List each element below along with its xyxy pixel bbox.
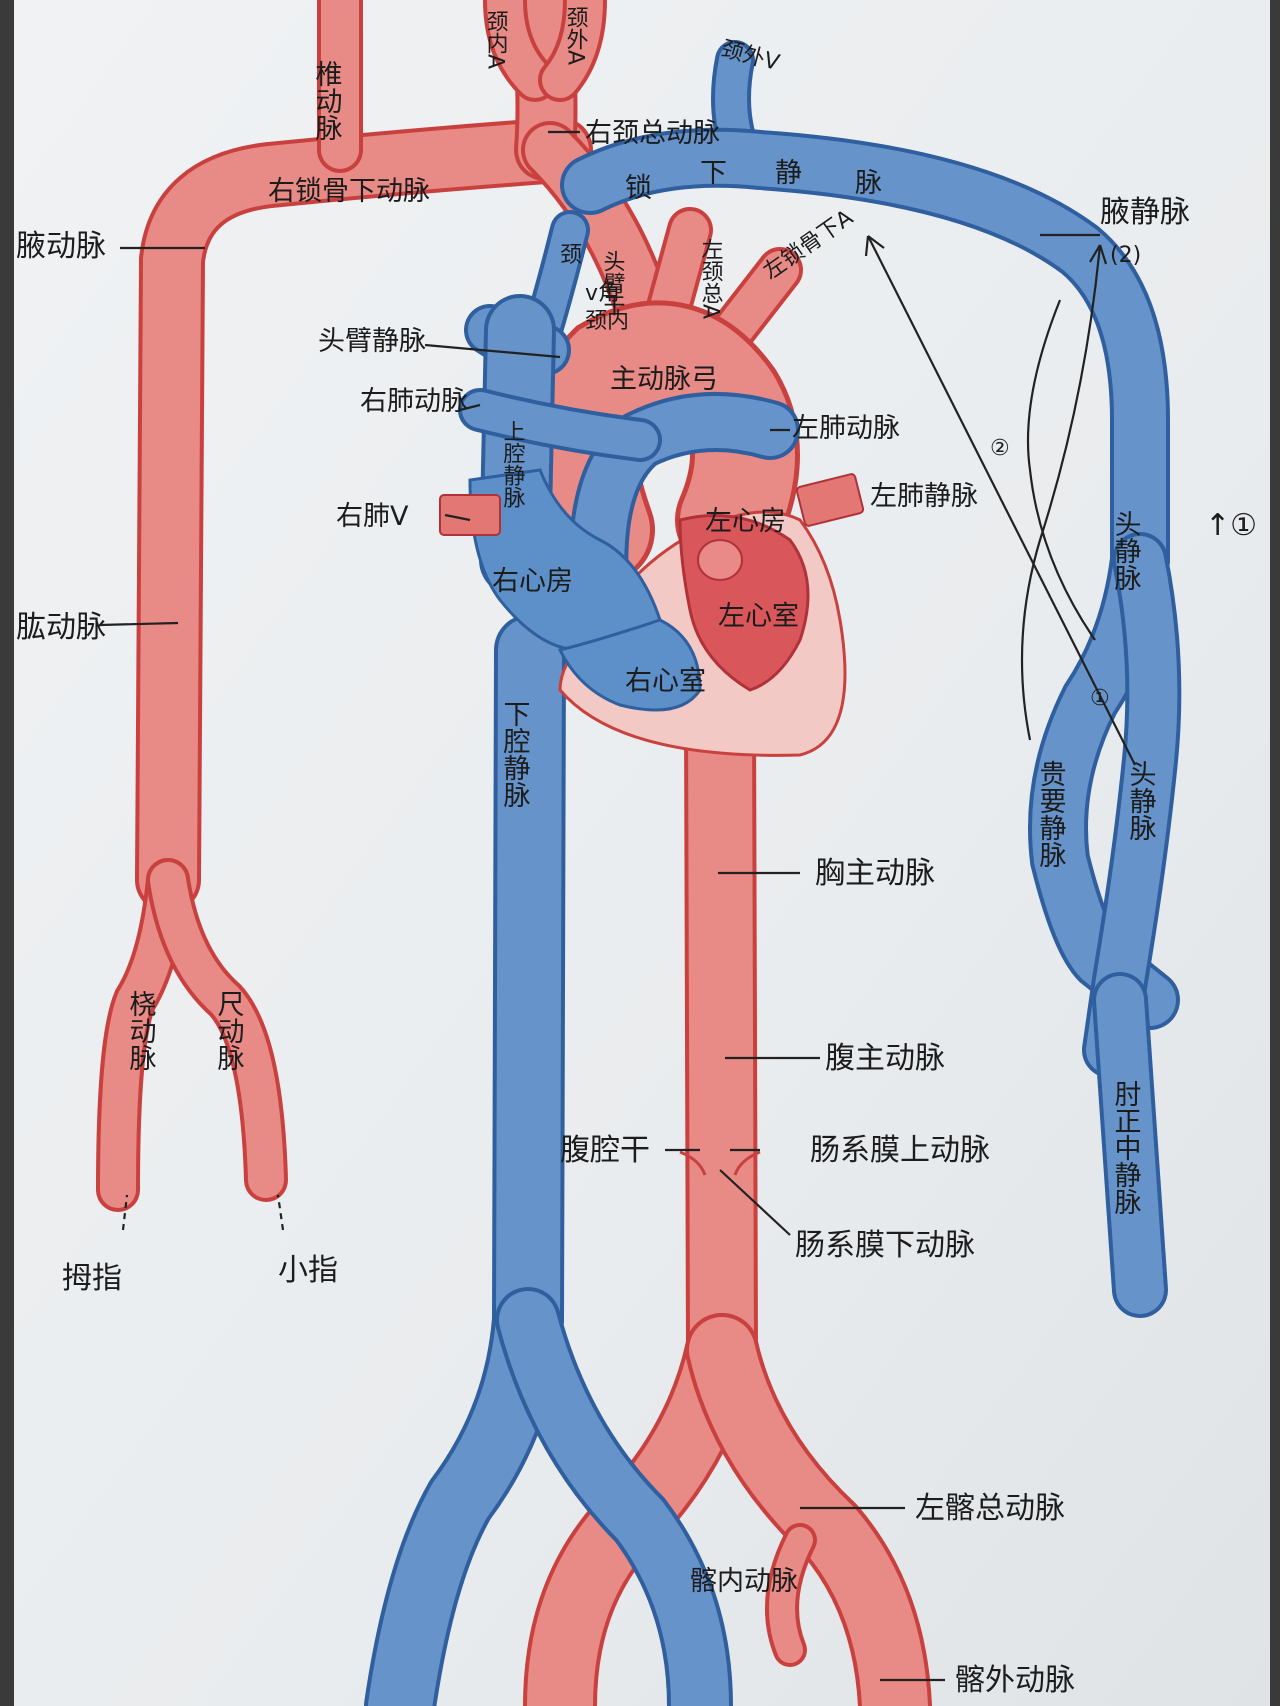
left-atrium-chamber <box>697 539 743 581</box>
label-basilic-vein: 贵要静脉 <box>1035 760 1067 868</box>
label-left-ventricle: 左心室 <box>718 601 799 632</box>
basilic-vein <box>1086 536 1178 1074</box>
labels: 椎动脉 颈内A 颈外A 颈外V 右颈总动脉 右锁骨下动脉 锁 下 静 脉 腋静脉… <box>16 6 1257 1698</box>
label-axillary-vein: 腋静脉 <box>1100 195 1190 230</box>
left-table-edge <box>0 0 14 1706</box>
label-internal-jugular: 颈内 <box>585 309 629 334</box>
label-ulnar-artery: 尺动脉 <box>213 990 245 1071</box>
label-axillary-artery: 腋动脉 <box>16 229 106 264</box>
external-carotid-artery <box>542 0 603 98</box>
heart <box>439 468 865 757</box>
label-vertebral-artery: 椎动脉 <box>311 60 343 141</box>
label-jugular-small: 颈 <box>560 243 582 268</box>
label-thoracic-aorta: 胸主动脉 <box>815 856 935 891</box>
aorta <box>688 688 754 1382</box>
vein-system <box>364 40 1182 1706</box>
label-right-pulmonary-artery: 右肺动脉 <box>360 386 468 417</box>
subclavian-axillary-cephalic-vein <box>564 131 1176 1026</box>
internal-carotid-artery <box>487 0 553 98</box>
label-internal-iliac: 髂内动脉 <box>690 1566 798 1597</box>
label-brachiocephalic-trunk: 头臂干 <box>600 250 626 316</box>
label-external-carotid: 颈外A <box>563 6 589 65</box>
label-superior-vena-cava: 上腔静脉 <box>500 420 526 508</box>
left-common-iliac-artery <box>689 1317 928 1706</box>
label-subclavian-vein-3: 静 <box>775 158 802 189</box>
label-external-iliac: 髂外动脉 <box>955 1663 1075 1698</box>
label-left-atrium: 左心房 <box>705 506 786 537</box>
label-abdominal-aorta: 腹主动脉 <box>825 1041 945 1076</box>
label-median-cubital-vein: 肘正中静脉 <box>1110 1080 1142 1215</box>
label-little-finger: 小指 <box>278 1253 338 1288</box>
leader-lines <box>99 130 1136 1682</box>
right-pulmonary-artery <box>462 392 658 458</box>
label-marker-2b: (2) <box>1110 243 1141 268</box>
label-subclavian-vein-1: 锁 <box>625 173 652 204</box>
label-inferior-vena-cava: 下腔静脉 <box>499 700 531 808</box>
left-pulmonary-vein-stub <box>795 473 865 527</box>
label-inferior-mesenteric: 肠系膜下动脉 <box>795 1228 975 1263</box>
artery-system <box>96 0 932 1706</box>
label-marker-circle2: ② <box>990 436 1010 461</box>
label-marker-1: ① <box>1090 686 1110 711</box>
mesenteric-branches <box>679 1150 761 1176</box>
label-cephalic-vein-2: 头静脉 <box>1125 760 1157 841</box>
right-table-edge <box>1270 0 1280 1706</box>
label-thumb: 拇指 <box>62 1261 122 1296</box>
label-left-pulmonary-artery: 左肺动脉 <box>792 413 900 444</box>
label-radial-artery: 桡动脉 <box>125 990 157 1071</box>
label-superior-mesenteric: 肠系膜上动脉 <box>810 1133 990 1168</box>
label-internal-carotid: 颈内A <box>483 10 509 69</box>
right-pulmonary-vein-stub <box>439 494 501 536</box>
label-cephalic-vein: 头静脉 <box>1110 510 1142 591</box>
label-right-ventricle: 右心室 <box>625 666 706 697</box>
right-arm-artery <box>139 121 589 909</box>
label-celiac-trunk: 腹腔干 <box>560 1133 650 1168</box>
ulnar-artery <box>150 862 284 1198</box>
label-left-common-carotid: 左颈总A <box>698 238 724 319</box>
median-cubital-vein <box>1096 976 1164 1314</box>
label-right-common-carotid: 右颈总动脉 <box>585 118 720 149</box>
right-ventricle <box>557 618 702 712</box>
label-left-pulmonary-vein: 左肺静脉 <box>870 481 978 512</box>
label-brachial-artery: 肱动脉 <box>16 610 106 645</box>
internal-iliac-artery-left <box>769 1527 813 1663</box>
label-right-subclavian-artery: 右锁骨下动脉 <box>268 176 430 207</box>
label-aortic-arch: 主动脉弓 <box>610 364 718 395</box>
label-left-common-iliac: 左髂总动脉 <box>915 1491 1065 1526</box>
label-subclavian-vein-4: 脉 <box>855 168 882 199</box>
label-right-pulmonary-vein: 右肺V <box>336 501 409 532</box>
label-right-atrium: 右心房 <box>492 566 573 597</box>
label-subclavian-vein-2: 下 <box>700 158 727 189</box>
common-iliac-vein <box>499 1291 729 1706</box>
label-marker-up1: ↑① <box>1205 508 1257 543</box>
label-brachiocephalic-vein: 头臂静脉 <box>318 326 426 357</box>
label-venous-angle: v角 <box>585 281 620 306</box>
